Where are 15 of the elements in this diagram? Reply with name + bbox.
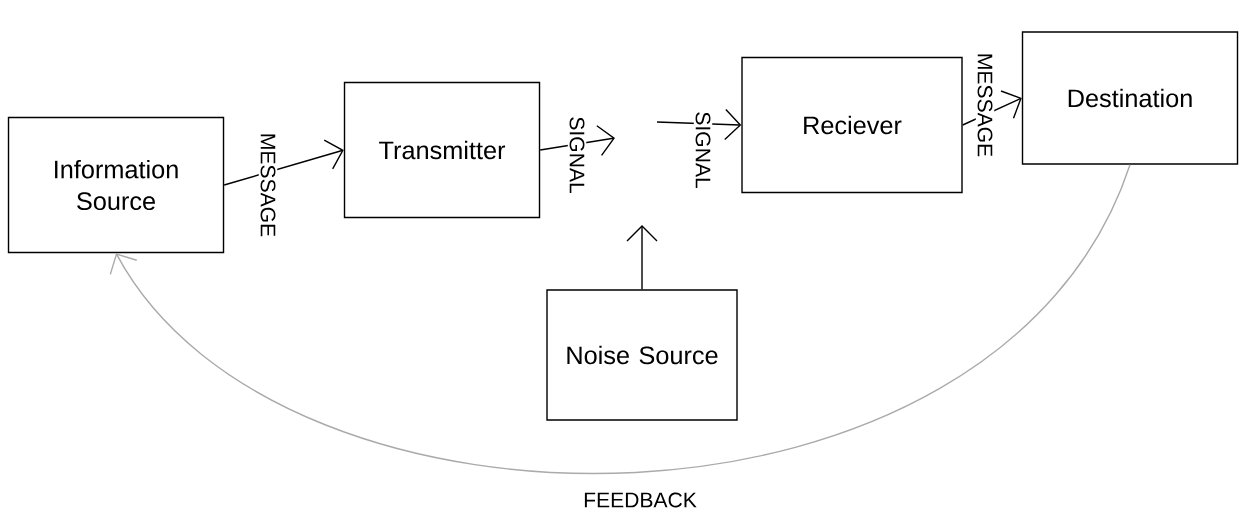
edge-label: FEEDBACK: [581, 490, 699, 510]
arrow: [109, 164, 1131, 474]
process-box: Reciever: [741, 56, 963, 194]
arrow: [626, 225, 658, 290]
process-box: Noise Source: [546, 289, 738, 421]
edge-label: MESSAGE: [975, 51, 995, 159]
process-box: Destination: [1021, 31, 1239, 165]
process-box: Information Source: [7, 116, 225, 254]
arrow: [223, 139, 344, 186]
arrow: [539, 125, 615, 157]
process-box: Transmitter: [343, 81, 541, 219]
arrow: [656, 108, 742, 141]
edge-label: SIGNAL: [693, 109, 713, 191]
edge-label: MESSAGE: [258, 131, 278, 239]
edge-label: SIGNAL: [567, 114, 587, 196]
